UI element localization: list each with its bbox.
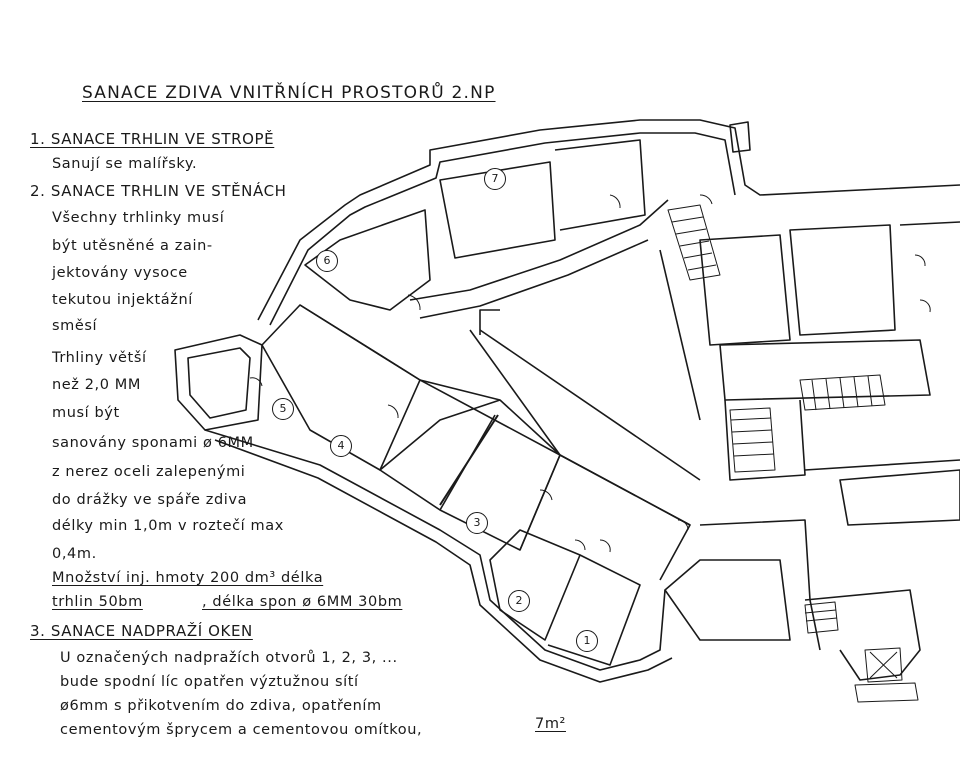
room-wall [554,139,646,231]
room-wall [719,339,931,401]
room-marker: 3 [466,512,488,534]
room-wall [839,469,960,526]
room-marker: 4 [330,435,352,457]
room-wall [261,304,421,471]
outer-wall [204,429,666,671]
room-wall [899,221,960,226]
left-bay-inner [187,347,251,419]
room-wall [439,161,556,259]
corridor-wall [409,199,669,301]
room-wall [804,589,921,681]
room-wall [789,224,896,336]
courtyard-edge [659,249,701,421]
outer-wall [257,119,960,321]
room-marker: 6 [316,250,338,272]
left-bay [174,334,263,431]
room-wall [699,234,791,346]
room-wall [489,529,581,641]
outer-wall [269,132,736,326]
room-wall [519,454,691,581]
room-wall [304,209,431,311]
room-wall [804,459,960,471]
outer-wall [214,439,673,683]
room-wall [724,399,806,481]
courtyard-edge [479,309,500,335]
staircase [667,204,919,703]
courtyard-edge [479,329,701,481]
door-swings [249,194,931,553]
room-marker: 2 [508,590,530,612]
room-wall [547,554,641,666]
room-wall [664,559,791,641]
courtyard-edge [469,329,561,456]
room-marker: 5 [272,398,294,420]
room-wall [699,519,821,651]
crack-line [439,414,499,506]
corridor-wall [379,399,501,471]
room-marker: 1 [576,630,598,652]
chimney [729,121,751,153]
room-marker: 7 [484,168,506,190]
corridor-wall [419,239,649,319]
